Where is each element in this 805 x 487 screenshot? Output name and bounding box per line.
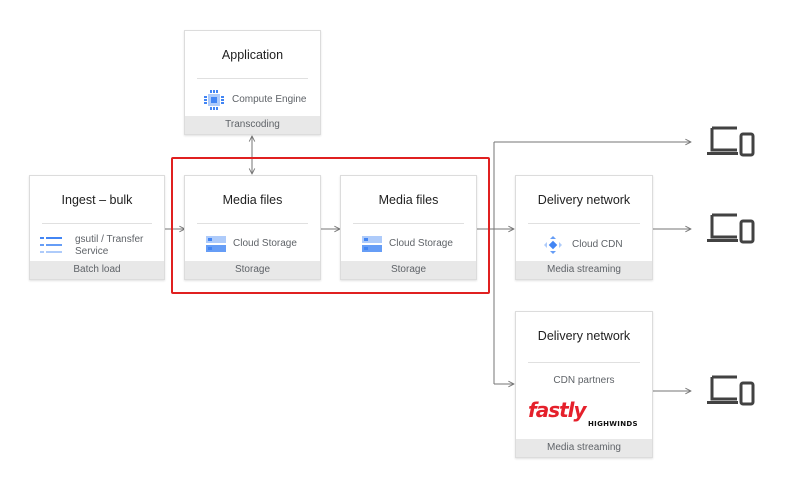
laptop-phone-icon [706,212,756,251]
delivery-partners-divider [528,362,640,363]
media-files-2-service: Cloud Storage [361,235,471,255]
media-files-card-2: Media files Cloud Storage Storage [340,175,477,280]
ingest-footer: Batch load [30,261,164,279]
cloud-storage-label-2: Cloud Storage [389,238,453,249]
ingest-service-label-line1: gsutil / Transfer [75,234,144,245]
highwinds-logo: HIGHWINDS [588,420,638,428]
storage-highlight-box [171,157,490,294]
transfer-service-icon [40,235,64,258]
application-service: Compute Engine [203,89,313,111]
media-files-1-footer: Storage [185,261,320,279]
ingest-service: gsutil / Transfer Service [40,231,162,259]
fastly-logo: fastly [528,398,587,422]
ingest-divider [42,223,152,224]
delivery-network-cdn-card: Delivery network Cloud CDN Media streami… [515,175,653,280]
media-files-2-title: Media files [378,193,439,207]
cloud-storage-icon [205,235,227,256]
laptop-phone-icon [706,125,756,164]
media-files-card-1: Media files Cloud Storage Storage [184,175,321,280]
delivery-network-partners-card: Delivery network CDN partners fastly HIG… [515,311,653,458]
delivery-cdn-service: Cloud CDN [543,235,643,255]
delivery-cdn-footer: Media streaming [516,261,652,279]
ingest-service-label-line2: Service [75,246,109,257]
media-files-1-title: Media files [222,193,283,207]
ingest-title: Ingest – bulk [61,193,133,207]
cdn-partners-label: CDN partners [553,375,615,386]
application-divider [197,78,308,79]
cloud-storage-icon [361,235,383,256]
cloud-storage-label-1: Cloud Storage [233,238,297,249]
delivery-cdn-title: Delivery network [537,193,631,207]
delivery-partners-title: Delivery network [537,329,631,343]
compute-engine-label: Compute Engine [232,94,307,105]
delivery-partners-footer: Media streaming [516,439,652,457]
compute-engine-icon [203,89,225,114]
application-footer: Transcoding [185,116,320,134]
cloud-cdn-icon [543,235,563,258]
cloud-cdn-label: Cloud CDN [572,239,623,250]
application-card: Application Compute Engine Transcoding [184,30,321,135]
laptop-phone-icon [706,374,756,413]
application-title: Application [221,48,284,62]
media-files-2-divider [353,223,464,224]
media-files-1-service: Cloud Storage [205,235,315,255]
media-files-2-footer: Storage [341,261,476,279]
media-files-1-divider [197,223,308,224]
delivery-cdn-divider [528,223,640,224]
ingest-card: Ingest – bulk gsutil / Transfer Service … [29,175,165,280]
